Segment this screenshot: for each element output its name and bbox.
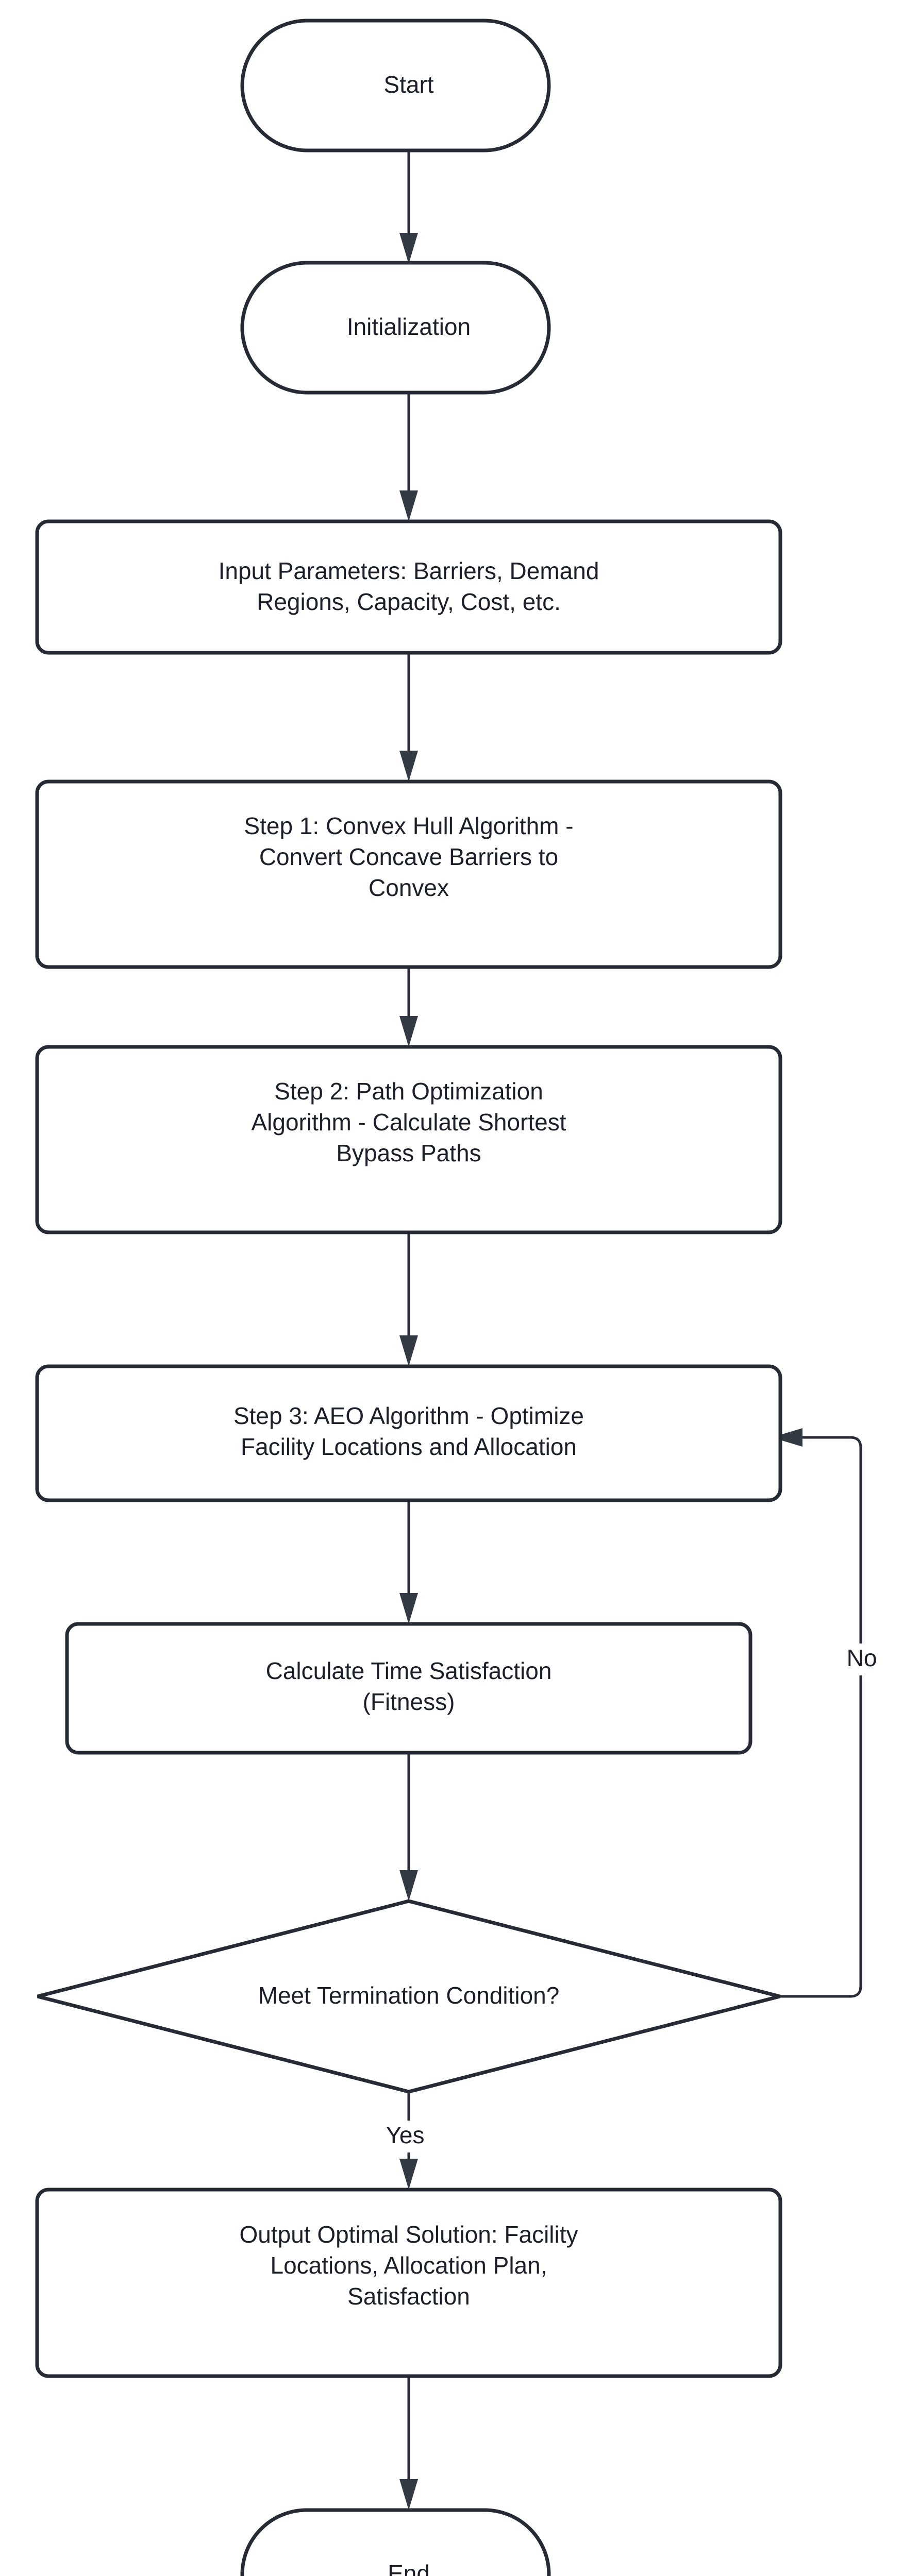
- start-label: Start: [383, 71, 433, 98]
- output-solution-label-line-3: Satisfaction: [347, 2283, 470, 2310]
- arrow-head-icon: [399, 490, 418, 521]
- output-solution-shape[interactable]: [35, 2188, 782, 2378]
- edges-layer: [399, 150, 862, 2510]
- edge-initialization-to-input-parameters: [399, 393, 418, 521]
- node-step-2[interactable]: Step 2: Path Optimization Algorithm - Ca…: [35, 1045, 782, 1234]
- node-step-1[interactable]: Step 1: Convex Hull Algorithm - Convert …: [35, 779, 782, 969]
- edge-input-parameters-to-step-1: [399, 653, 418, 782]
- node-calculate-fitness[interactable]: Calculate Time Satisfaction (Fitness): [65, 1622, 752, 1755]
- step-3-shape[interactable]: [35, 1364, 782, 1502]
- edge-step-2-to-step-3: [399, 1232, 418, 1366]
- input-parameters-label-line-1: Input Parameters: Barriers, Demand: [219, 557, 599, 584]
- edge-termination-decision-to-step-3-no: [772, 1428, 862, 1998]
- input-parameters-shape[interactable]: [35, 519, 782, 655]
- end-label: End: [388, 2560, 430, 2576]
- step-1-label-line-3: Convex: [369, 874, 449, 901]
- step-2-label-line-3: Bypass Paths: [336, 1140, 481, 1166]
- no-label-background: [835, 1643, 891, 1675]
- node-input-parameters[interactable]: Input Parameters: Barriers, Demand Regio…: [35, 519, 782, 655]
- step-1-label-line-2: Convert Concave Barriers to: [259, 843, 558, 870]
- termination-decision-label: Meet Termination Condition?: [258, 1982, 560, 2009]
- edge-calculate-fitness-to-termination-decision: [399, 1753, 418, 1901]
- edge-step-3-to-calculate-fitness: [399, 1500, 418, 1624]
- edge-label-no: No: [835, 1643, 891, 1675]
- step-3-label-line-1: Step 3: AEO Algorithm - Optimize: [233, 1402, 584, 1429]
- node-initialization[interactable]: Initialization: [240, 261, 551, 395]
- output-solution-label-line-2: Locations, Allocation Plan,: [270, 2252, 547, 2279]
- node-output-solution[interactable]: Output Optimal Solution: Facility Locati…: [35, 2188, 782, 2378]
- calculate-fitness-label-line-2: (Fitness): [363, 1688, 455, 1715]
- step-1-shape[interactable]: [35, 779, 782, 969]
- arrow-head-icon: [399, 1016, 418, 1047]
- arrow-head-icon: [399, 2159, 418, 2190]
- edge-start-to-initialization: [399, 150, 418, 264]
- step-1-label-line-1: Step 1: Convex Hull Algorithm -: [244, 812, 573, 839]
- arrow-head-icon: [399, 2479, 418, 2510]
- arrow-head-icon: [399, 1335, 418, 1366]
- calculate-fitness-shape[interactable]: [65, 1622, 752, 1755]
- yes-label-background: [375, 2121, 438, 2153]
- step-3-label-line-2: Facility Locations and Allocation: [241, 1433, 577, 1460]
- start-shape[interactable]: [240, 19, 551, 152]
- end-shape[interactable]: [240, 2508, 551, 2576]
- arrow-head-icon: [399, 751, 418, 782]
- calculate-fitness-label-line-1: Calculate Time Satisfaction: [266, 1657, 552, 1684]
- yes-label-text: Yes: [386, 2122, 424, 2148]
- step-2-label-line-2: Algorithm - Calculate Shortest: [251, 1109, 566, 1136]
- node-termination-decision[interactable]: Meet Termination Condition?: [37, 1899, 780, 2094]
- arrow-head-icon: [399, 1593, 418, 1624]
- no-label-text: No: [847, 1645, 877, 1671]
- edge-line: [780, 1436, 862, 1998]
- node-end[interactable]: End: [240, 2508, 551, 2576]
- edge-output-solution-to-end: [399, 2376, 418, 2510]
- step-2-label-line-1: Step 2: Path Optimization: [274, 1078, 543, 1105]
- input-parameters-label-line-2: Regions, Capacity, Cost, etc.: [257, 588, 561, 615]
- node-start[interactable]: Start: [240, 19, 551, 152]
- edge-label-yes: Yes: [375, 2121, 438, 2153]
- initialization-shape[interactable]: [240, 261, 551, 395]
- arrow-head-icon: [399, 1870, 418, 1901]
- output-solution-label-line-1: Output Optimal Solution: Facility: [239, 2221, 578, 2248]
- nodes-layer: Start Initialization Input Parameters: B…: [35, 19, 782, 2576]
- termination-decision-shape[interactable]: [37, 1899, 780, 2094]
- initialization-label: Initialization: [347, 313, 471, 340]
- step-2-shape[interactable]: [35, 1045, 782, 1234]
- arrow-head-icon: [399, 233, 418, 264]
- edge-labels-layer: No Yes: [375, 1643, 891, 2153]
- edge-step-1-to-step-2: [399, 967, 418, 1047]
- arrow-head-icon: [772, 1428, 802, 1447]
- node-step-3[interactable]: Step 3: AEO Algorithm - Optimize Facilit…: [35, 1364, 782, 1502]
